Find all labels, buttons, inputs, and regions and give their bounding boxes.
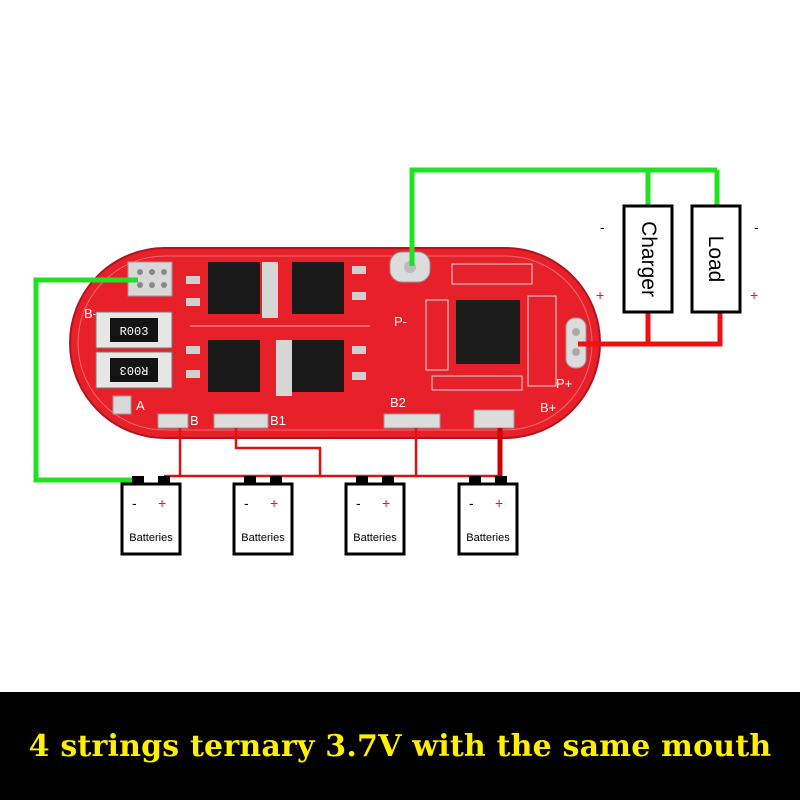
caption-bar: 4 strings ternary 3.7V with the same mou… <box>0 692 800 800</box>
control-ic-area <box>425 263 557 391</box>
battery-3: - + Batteries <box>344 476 406 556</box>
b2-pad <box>383 413 441 429</box>
load-plus-sign: + <box>750 287 758 303</box>
positive-wires <box>578 312 723 347</box>
battery-1: - + Batteries <box>120 476 182 556</box>
charger-box: Charger <box>622 204 674 314</box>
protection-board-wiring-diagram: B- R003 R003 A <box>33 167 759 556</box>
p-plus-label: P+ <box>556 376 572 391</box>
mosfet-group <box>186 262 370 396</box>
charger-plus-sign: + <box>596 287 604 303</box>
a-label: A <box>136 398 145 413</box>
battery-4-label: Batteries <box>466 532 510 544</box>
balance-wires <box>164 428 503 478</box>
battery-4: - + Batteries <box>457 476 519 556</box>
pcb-board: B- R003 R003 A <box>69 247 601 439</box>
b-label: B <box>190 413 199 428</box>
b2-label: B2 <box>390 395 406 410</box>
balance-connector <box>473 409 515 429</box>
load-minus-sign: - <box>754 219 759 235</box>
shunt-resistor-1: R003 <box>95 311 173 349</box>
charger-label: Charger <box>637 221 660 297</box>
battery-2-plus: + <box>270 495 278 511</box>
p-minus-label: P- <box>394 314 407 329</box>
shunt-resistor-2-label: R003 <box>120 363 149 377</box>
b-plus-label: B+ <box>540 400 556 415</box>
load-box: Load <box>690 204 742 314</box>
battery-4-minus: - <box>469 495 474 511</box>
b-minus-pad <box>127 261 173 297</box>
battery-1-plus: + <box>158 495 166 511</box>
shunt-resistor-2: R003 <box>95 351 173 389</box>
battery-3-label: Batteries <box>353 532 397 544</box>
b-minus-label: B- <box>84 306 97 321</box>
p-plus-pad <box>565 317 587 369</box>
battery-4-plus: + <box>495 495 503 511</box>
battery-1-label: Batteries <box>129 532 173 544</box>
battery-2-minus: - <box>244 495 249 511</box>
battery-2-label: Batteries <box>241 532 285 544</box>
b1-label: B1 <box>270 413 286 428</box>
shunt-resistor-1-label: R003 <box>120 325 149 339</box>
b-pad <box>157 413 189 429</box>
battery-3-plus: + <box>382 495 390 511</box>
battery-2: - + Batteries <box>232 476 294 556</box>
charger-minus-sign: - <box>600 219 605 235</box>
load-label: Load <box>704 236 727 283</box>
battery-3-minus: - <box>356 495 361 511</box>
b1-pad <box>213 413 269 429</box>
battery-1-minus: - <box>132 495 137 511</box>
caption-text: 4 strings ternary 3.7V with the same mou… <box>28 728 772 764</box>
